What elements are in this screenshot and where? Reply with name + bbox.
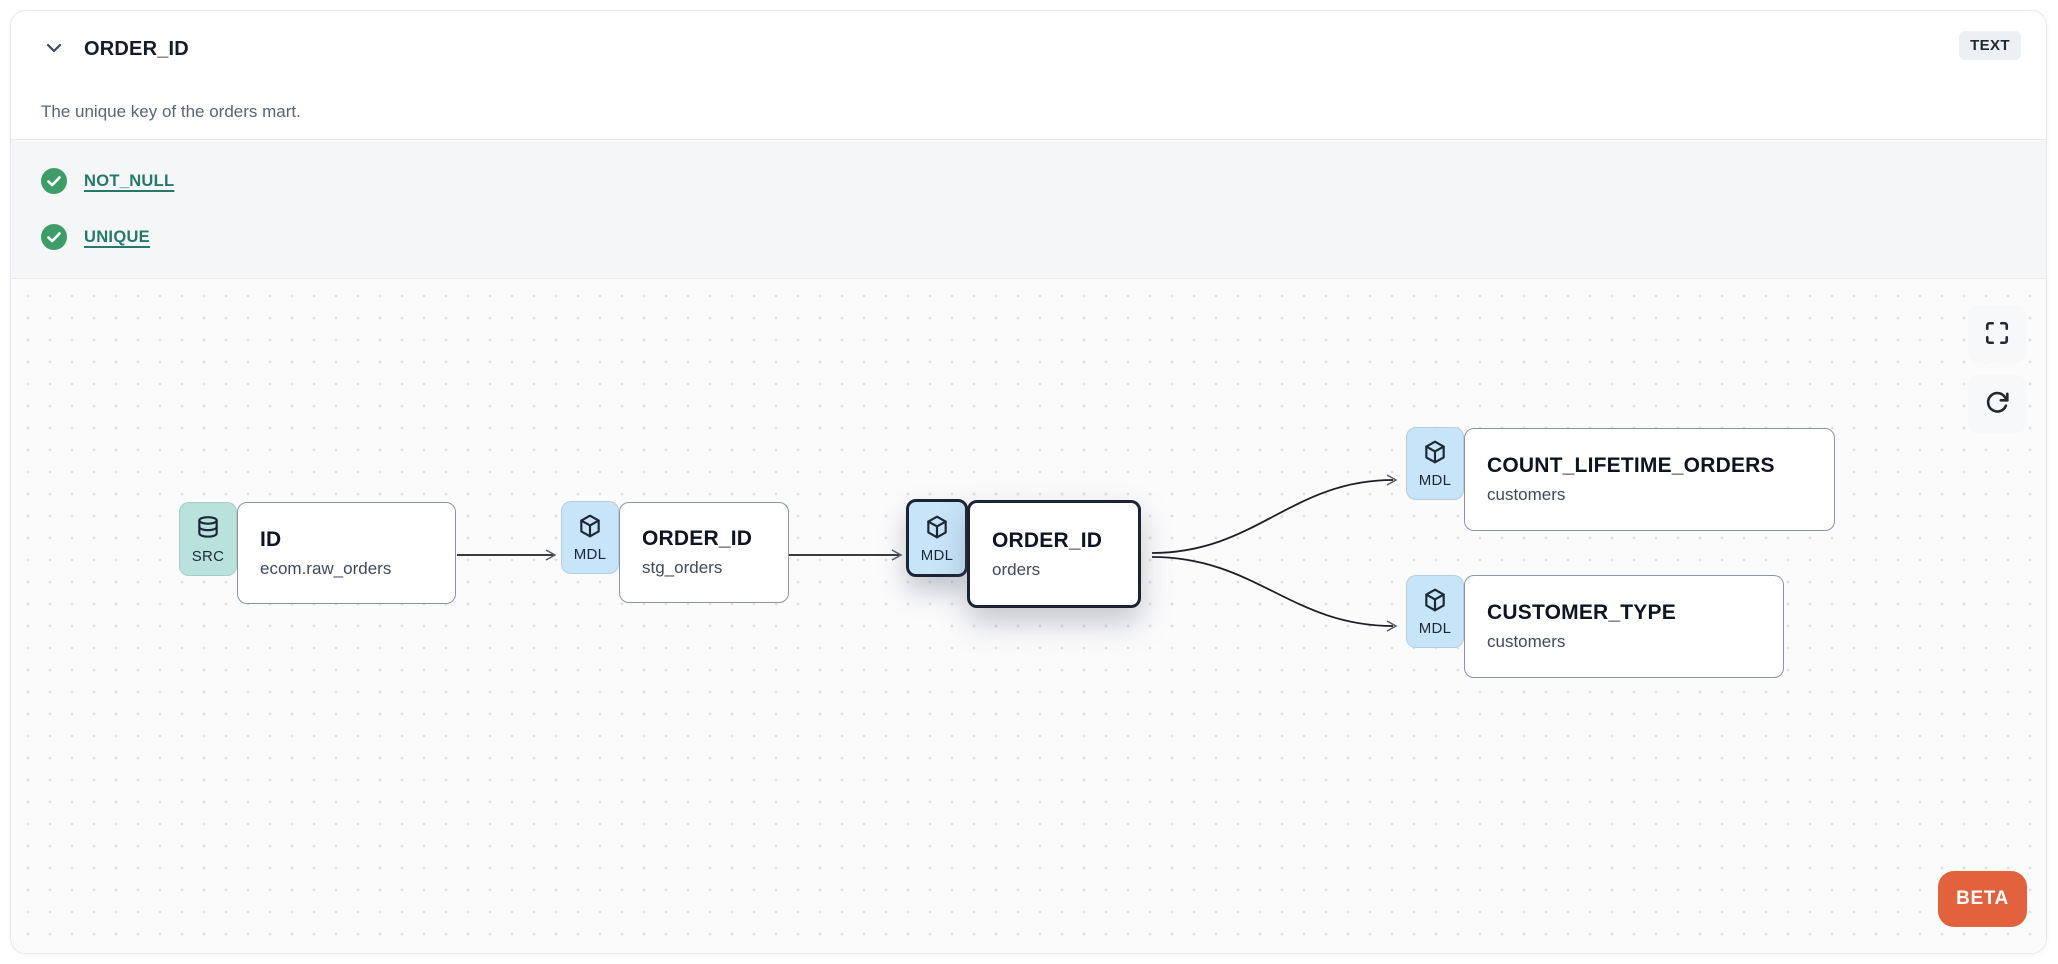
refresh-icon	[1984, 390, 2010, 419]
tests-section: NOT_NULL UNIQUE	[11, 139, 2046, 279]
cube-icon	[924, 514, 950, 545]
lineage-canvas[interactable]: SRC ID ecom.raw_orders MDL ORDE	[11, 279, 2046, 953]
canvas-controls	[1968, 305, 2026, 433]
fullscreen-icon	[1984, 320, 2010, 349]
node-badge-label: MDL	[1418, 620, 1452, 637]
fullscreen-button[interactable]	[1968, 305, 2026, 363]
check-circle-icon	[41, 168, 67, 194]
node-title: ORDER_ID	[642, 527, 753, 550]
column-details-panel: ORDER_ID TEXT The unique key of the orde…	[10, 10, 2047, 954]
node-title: CUSTOMER_TYPE	[1487, 601, 1676, 624]
collapse-chevron-button[interactable]	[41, 36, 67, 62]
node-badge-label: MDL	[1418, 472, 1452, 489]
node-card: ORDER_ID stg_orders	[619, 502, 789, 603]
node-card: ORDER_ID orders	[967, 500, 1141, 608]
node-title: ORDER_ID	[992, 528, 1103, 552]
test-row: UNIQUE	[41, 224, 2016, 250]
node-card: ID ecom.raw_orders	[237, 502, 456, 604]
column-title: ORDER_ID	[84, 37, 189, 60]
panel-header: ORDER_ID TEXT The unique key of the orde…	[11, 11, 2046, 139]
test-link-unique[interactable]: UNIQUE	[84, 227, 150, 246]
check-circle-icon	[41, 224, 67, 250]
column-description: The unique key of the orders mart.	[41, 102, 301, 121]
node-subtitle: stg_orders	[642, 558, 723, 577]
refresh-button[interactable]	[1968, 375, 2026, 433]
test-row: NOT_NULL	[41, 168, 2016, 194]
node-subtitle: customers	[1487, 485, 1566, 504]
node-badge-label: MDL	[573, 546, 607, 563]
node-card: CUSTOMER_TYPE customers	[1464, 575, 1784, 678]
node-type-badge: MDL	[1406, 427, 1464, 500]
node-badge-label: SRC	[191, 547, 225, 565]
database-icon	[195, 515, 221, 546]
chevron-down-icon	[42, 36, 66, 63]
node-title: ID	[260, 527, 282, 551]
lineage-edges	[457, 474, 1398, 632]
node-type-badge: SRC	[179, 502, 237, 576]
node-title: COUNT_LIFETIME_ORDERS	[1487, 454, 1775, 477]
node-subtitle: customers	[1487, 632, 1566, 651]
data-type-badge: TEXT	[1959, 31, 2021, 60]
cube-icon	[577, 513, 603, 544]
node-card: COUNT_LIFETIME_ORDERS customers	[1464, 428, 1835, 531]
node-type-badge: MDL	[561, 501, 619, 574]
node-subtitle: ecom.raw_orders	[260, 558, 392, 578]
cube-icon	[1422, 587, 1448, 618]
node-subtitle: orders	[992, 559, 1041, 579]
beta-badge: BETA	[1938, 871, 2027, 927]
node-type-badge: MDL	[906, 499, 968, 577]
node-badge-label: MDL	[920, 546, 954, 564]
cube-icon	[1422, 439, 1448, 470]
test-link-not-null[interactable]: NOT_NULL	[84, 171, 175, 190]
node-type-badge: MDL	[1406, 575, 1464, 648]
